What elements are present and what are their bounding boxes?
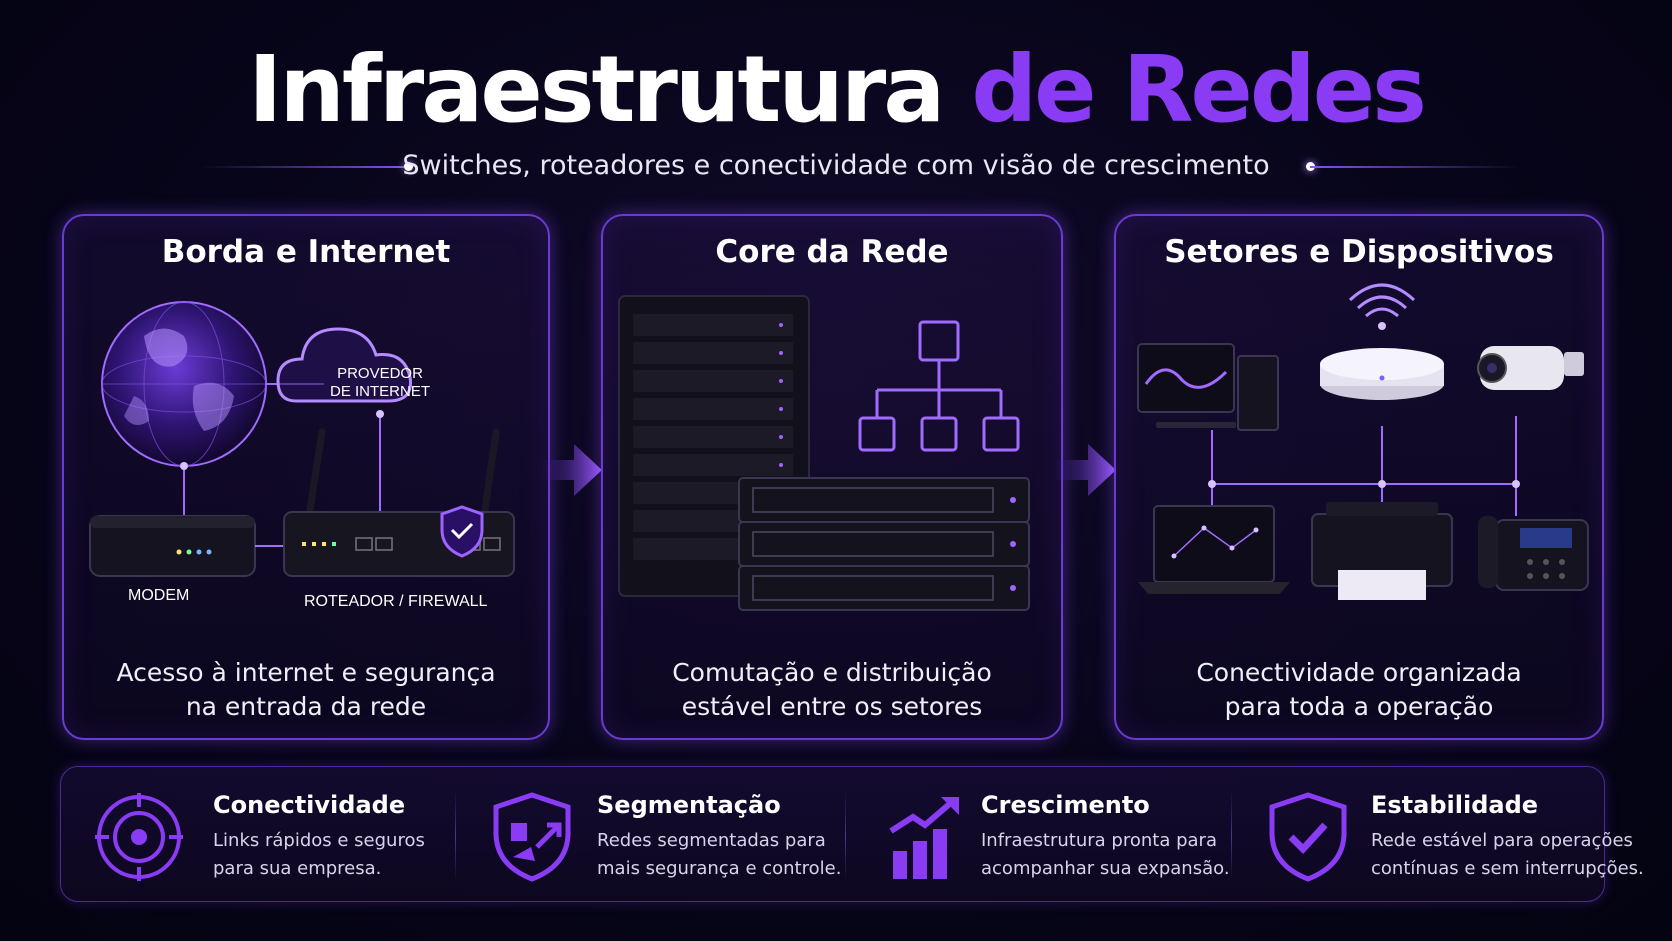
feature-divider (1231, 791, 1232, 881)
feature-desc-line1: Links rápidos e seguros (213, 830, 425, 851)
growth-chart-icon (889, 797, 959, 879)
feature-desc-line1: Infraestrutura pronta para (981, 830, 1217, 851)
edge-internet-illustration: PROVEDOR DE INTERNET MODEM (89, 301, 515, 610)
subtitle-dot-left (404, 162, 413, 171)
feature-segmentation: Segmentação Redes segmentadas para mais … (489, 767, 841, 903)
panel-title: Borda e Internet (161, 234, 451, 270)
cloud-icon (276, 327, 413, 403)
panel-desc-line1: Conectividade organizada (1196, 658, 1522, 687)
feature-growth: Crescimento Infraestrutura pronta para a… (887, 767, 1230, 903)
feature-title: Estabilidade (1371, 791, 1539, 819)
security-camera-icon (1477, 346, 1584, 390)
shield-check-icon (440, 505, 484, 558)
feature-description: Infraestrutura pronta para acompanhar su… (981, 827, 1230, 883)
feature-title: Segmentação (597, 791, 781, 819)
feature-desc-line2: contínuas e sem interrupções. (1371, 858, 1644, 879)
core-network-illustration (618, 295, 1030, 611)
feature-divider (455, 791, 456, 881)
panel-sectors-devices: Setores e Dispositivos (1114, 214, 1604, 740)
modem-label: MODEM (128, 587, 189, 604)
panel-edge-internet: Borda e Internet PROVEDOR (62, 214, 550, 740)
panel-core-network: Core da Rede (601, 214, 1063, 740)
panel-description: Comutação e distribuição estável entre o… (603, 656, 1061, 724)
router-icon (283, 428, 515, 577)
laptop-icon (1138, 505, 1290, 594)
cloud-label-line2: DE INTERNET (330, 383, 430, 400)
router-label: ROTEADOR / FIREWALL (304, 593, 488, 610)
feature-stability: Estabilidade Rede estável para operações… (1265, 767, 1644, 903)
ip-phone-icon (1478, 516, 1589, 591)
title-part-1: Infraestrutura (248, 36, 945, 143)
feature-title: Conectividade (213, 791, 406, 819)
panel-description: Acesso à internet e segurança na entrada… (64, 656, 548, 724)
shield-check-icon (1269, 792, 1347, 882)
title-part-2: de Redes (971, 36, 1427, 143)
feature-desc-line2: mais segurança e controle. (597, 858, 842, 879)
feature-connectivity: Conectividade Links rápidos e seguros pa… (91, 767, 425, 903)
panel-desc-line2: estável entre os setores (681, 692, 983, 721)
network-target-icon (95, 793, 183, 881)
features-bar: Conectividade Links rápidos e seguros pa… (60, 766, 1644, 903)
printer-icon (1311, 502, 1453, 600)
page-subtitle: Switches, roteadores e conectividade com… (402, 150, 1270, 181)
hierarchy-icon (858, 320, 1020, 452)
desktop-computer-icon (1137, 343, 1279, 431)
network-switch-icon (738, 477, 1030, 611)
arrow-right-icon (1054, 444, 1116, 496)
cloud-label-line1: PROVEDOR (337, 365, 423, 382)
panel-title: Setores e Dispositivos (1164, 234, 1554, 270)
panel-desc-line1: Comutação e distribuição (672, 658, 992, 687)
feature-description: Rede estável para operações contínuas e … (1371, 827, 1644, 883)
panel-desc-line2: na entrada da rede (185, 692, 427, 721)
subtitle-line-right (1310, 166, 1520, 168)
feature-desc-line1: Rede estável para operações (1371, 830, 1633, 851)
feature-desc-line2: para sua empresa. (213, 858, 382, 879)
globe-icon (101, 301, 267, 467)
subtitle-line-left (200, 166, 410, 168)
segmented-shield-icon (493, 792, 571, 882)
wifi-access-point-icon (1320, 283, 1444, 400)
feature-desc-line2: acompanhar sua expansão. (981, 858, 1230, 879)
panel-description: Conectividade organizada para toda a ope… (1116, 656, 1602, 724)
feature-description: Redes segmentadas para mais segurança e … (597, 827, 841, 883)
feature-description: Links rápidos e seguros para sua empresa… (213, 827, 425, 883)
subtitle-row: Switches, roteadores e conectividade com… (0, 146, 1672, 186)
modem-icon (89, 515, 256, 577)
page-title: Infraestrutura de Redes (0, 30, 1672, 150)
feature-title: Crescimento (981, 791, 1150, 819)
panel-desc-line2: para toda a operação (1224, 692, 1494, 721)
arrow-right-icon (540, 444, 602, 496)
sectors-devices-illustration (1137, 283, 1589, 600)
feature-divider (845, 791, 846, 881)
panel-title: Core da Rede (715, 234, 949, 270)
panel-desc-line1: Acesso à internet e segurança (116, 658, 496, 687)
feature-desc-line1: Redes segmentadas para (597, 830, 826, 851)
